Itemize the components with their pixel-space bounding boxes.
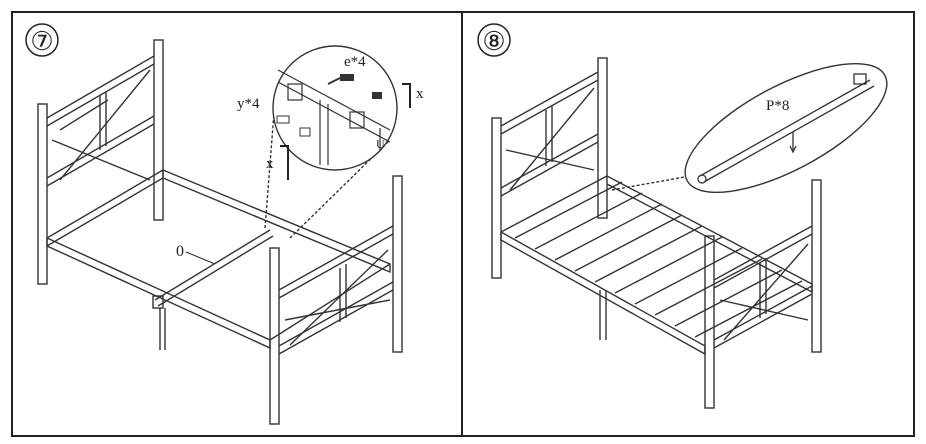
label-small-part: U (376, 137, 385, 151)
step-7-badge (25, 23, 59, 57)
step-8-number: ⑧ (482, 27, 505, 56)
bed-frame-with-slats-drawing (491, 57, 822, 409)
allen-wrench-icon (280, 83, 411, 180)
panel-step-8: ⑧ (461, 11, 915, 437)
label-wrench-left: x (266, 156, 274, 172)
label-center-rail: 0 (176, 243, 184, 260)
label-nut-count: y*4 (237, 96, 260, 112)
bed-frame-drawing (37, 39, 403, 425)
step-7-number: ⑦ (30, 27, 53, 56)
label-wrench-top: x (416, 86, 424, 102)
zoom-detail-slat (684, 62, 888, 194)
screw-icon (327, 74, 354, 85)
step-8-badge (477, 23, 511, 57)
panel-step-7: ⑦ (11, 11, 463, 437)
label-slat-count: P*8 (766, 98, 789, 114)
label-screw-count: e*4 (344, 54, 366, 70)
nut-icon (276, 115, 311, 137)
zoom-detail-hardware (272, 45, 398, 171)
